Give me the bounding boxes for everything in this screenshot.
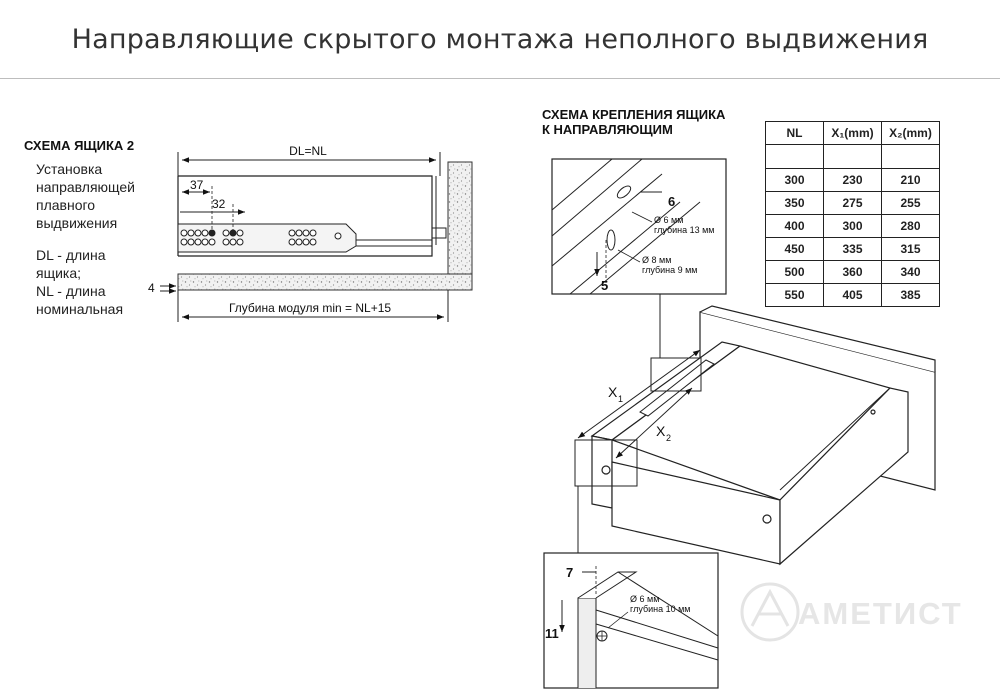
dim-x1: X: [608, 384, 618, 400]
hole1-diameter: Ø 6 мм: [654, 215, 683, 225]
table-cell: 340: [881, 260, 940, 284]
dimensions-table: NL X₁(mm) X₂(mm) 300 230 210 350 275 255…: [765, 121, 940, 307]
table-row: 300 230 210: [765, 168, 940, 192]
rail-holes: [180, 229, 342, 246]
dim-6: 6: [668, 194, 675, 209]
hole2-depth: глубина 9 мм: [642, 265, 697, 275]
legend: Установка направляющей плавного выдвижен…: [36, 160, 154, 318]
watermark-text: АМЕТИСТ: [798, 596, 963, 631]
table-cell: 275: [823, 191, 882, 215]
drawer-section-drawing: DL=NL 37 32 4 Глубина модуля min = NL+15: [148, 144, 473, 322]
drawer-3d-drawing: [574, 305, 936, 566]
hole1-depth: глубина 13 мм: [654, 225, 714, 235]
table-cell: 280: [881, 214, 940, 238]
legend-nl: NL - длина номинальная: [36, 283, 124, 317]
right-heading-line2: К НАПРАВЛЯЮЩИМ: [542, 122, 673, 137]
table-cell: 335: [823, 237, 882, 261]
table-cell: 210: [881, 168, 940, 192]
dim-x2-sub: 2: [666, 433, 671, 443]
dim-32: 32: [212, 197, 226, 211]
table-cell: 385: [881, 283, 940, 307]
right-heading: СХЕМА КРЕПЛЕНИЯ ЯЩИКА К НАПРАВЛЯЮЩИМ: [542, 107, 725, 137]
dim-x2: X: [656, 423, 666, 439]
table-cell: 300: [823, 214, 882, 238]
dim-x1-sub: 1: [618, 394, 623, 404]
table-cell: 360: [823, 260, 882, 284]
watermark-logo-icon: [740, 582, 800, 642]
legend-dl: DL - длина ящика;: [36, 247, 106, 281]
detail-top-drawing: 6 5 Ø 6 мм глубина 13 мм Ø 8 мм глубина …: [551, 158, 727, 358]
legend-install: Установка направляющей плавного выдвижен…: [36, 161, 136, 231]
page-title: Направляющие скрытого монтажа неполного …: [71, 24, 929, 55]
table-cell: 350: [765, 191, 824, 215]
title-divider: [0, 78, 1000, 79]
table-row: 500 360 340: [765, 260, 940, 284]
hole2-diameter: Ø 8 мм: [642, 255, 671, 265]
table-row: [765, 144, 940, 169]
table-cell: 230: [823, 168, 882, 192]
dim-5: 5: [601, 278, 608, 293]
dim-4: 4: [148, 281, 155, 295]
dim-dl-nl: DL=NL: [289, 144, 327, 158]
dim-11: 11: [545, 626, 559, 641]
dim-module-depth: Глубина модуля min = NL+15: [229, 301, 391, 315]
table-header-row: NL X₁(mm) X₂(mm): [765, 121, 940, 145]
right-heading-line1: СХЕМА КРЕПЛЕНИЯ ЯЩИКА: [542, 107, 726, 122]
hole3-diameter: Ø 6 мм: [630, 594, 659, 604]
left-heading: СХЕМА ЯЩИКА 2: [24, 138, 135, 153]
detail-bottom-drawing: 7 11 Ø 6 мм глубина 10 мм: [543, 552, 719, 689]
dim-7: 7: [566, 565, 573, 580]
dim-37: 37: [190, 178, 204, 192]
table-row: 550 405 385: [765, 283, 940, 307]
x-dimensions: X 1 X 2: [577, 349, 701, 459]
table-cell: 450: [765, 237, 824, 261]
hole3-depth: глубина 10 мм: [630, 604, 690, 614]
table-row: 400 300 280: [765, 214, 940, 238]
table-header-cell: X₂(mm): [881, 121, 940, 145]
